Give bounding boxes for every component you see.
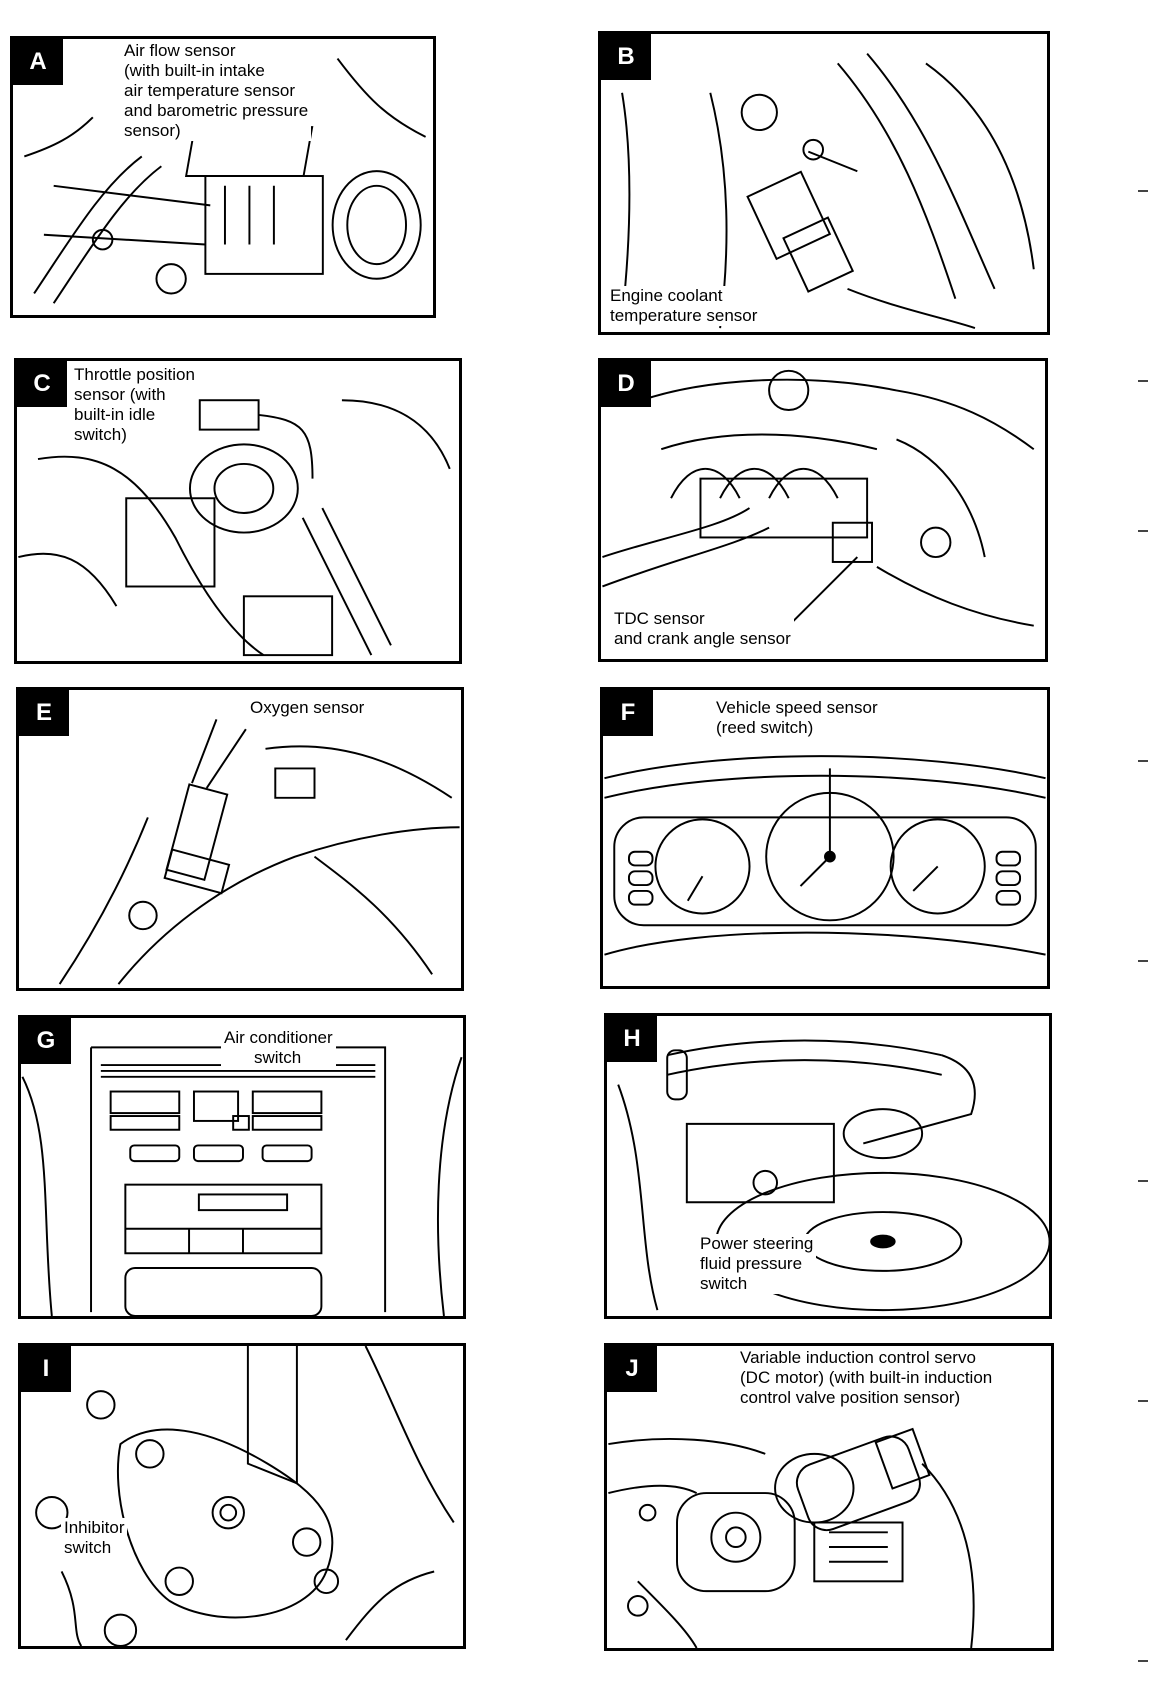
- callout-line: air temperature sensor: [124, 81, 296, 100]
- callout-line: switch: [64, 1538, 112, 1557]
- callout-label: Throttle position sensor (with built-in …: [71, 365, 198, 445]
- callout-line: Air flow sensor: [124, 41, 236, 60]
- air-conditioner-switch-illustration: [21, 1046, 463, 1316]
- panel-h: H Power steering fluid pressure switch: [604, 1013, 1052, 1319]
- panel-g: G Air conditioner switch: [18, 1015, 466, 1319]
- panel-letter: J: [607, 1346, 657, 1392]
- callout-line: switch: [254, 1048, 302, 1067]
- panel-letter: I: [21, 1346, 71, 1392]
- callout-line: Power steering: [700, 1234, 814, 1253]
- callout-line: Vehicle speed sensor: [716, 698, 878, 717]
- callout-line: Engine coolant: [610, 286, 723, 305]
- callout-line: Throttle position: [74, 365, 195, 384]
- margin-tick: [1138, 1400, 1148, 1402]
- callout-line: temperature sensor: [610, 306, 758, 325]
- callout-line: (DC motor) (with built-in induction: [740, 1368, 993, 1387]
- callout-label: Power steering fluid pressure switch: [697, 1234, 817, 1294]
- inhibitor-switch-illustration: [35, 1346, 455, 1646]
- air-flow-sensor-illustration: [24, 57, 427, 304]
- callout-label: Engine coolant temperature sensor: [607, 286, 761, 326]
- panel-letter: A: [13, 39, 63, 85]
- callout-line: Oxygen sensor: [250, 698, 365, 717]
- panel-i: I Inhibitor switch: [18, 1343, 466, 1649]
- panel-letter: C: [17, 361, 67, 407]
- panel-letter: D: [601, 361, 651, 407]
- panel-letter: E: [19, 690, 69, 736]
- callout-label: Air flow sensor (with built-in intake ai…: [121, 41, 312, 141]
- power-steering-switch-illustration: [617, 1039, 1049, 1312]
- callout-label: Inhibitor switch: [61, 1518, 128, 1558]
- callout-line: and crank angle sensor: [614, 629, 791, 648]
- callout-line: built-in idle: [74, 405, 156, 424]
- panel-d: D TDC sensor and crank angle sensor: [598, 358, 1048, 662]
- margin-tick: [1138, 530, 1148, 532]
- callout-line: and barometric pressure: [124, 101, 309, 120]
- throttle-sensor-illustration: [18, 399, 451, 657]
- panel-j: J Variable induction control servo (DC m…: [604, 1343, 1054, 1651]
- induction-servo-illustration: [608, 1427, 975, 1648]
- panel-letter: H: [607, 1016, 657, 1062]
- panel-f: F Vehicle speed sensor (reed switch): [600, 687, 1050, 989]
- panel-letter: F: [603, 690, 653, 736]
- callout-line: sensor): [124, 121, 181, 140]
- oxygen-sensor-illustration: [58, 719, 460, 985]
- coolant-sensor-illustration: [621, 52, 1035, 330]
- tdc-sensor-illustration: [602, 369, 1035, 627]
- panel-a: A Air flow sensor (with built-in intake …: [10, 36, 436, 318]
- callout-line: Air conditioner: [224, 1028, 333, 1047]
- callout-line: TDC sensor: [614, 609, 705, 628]
- panel-letter: B: [601, 34, 651, 80]
- callout-line: (reed switch): [716, 718, 814, 737]
- margin-tick: [1138, 190, 1148, 192]
- callout-label: Air conditioner switch: [221, 1028, 336, 1068]
- callout-label: Vehicle speed sensor (reed switch): [713, 698, 881, 738]
- callout-line: (with built-in intake: [124, 61, 265, 80]
- callout-line: control valve position sensor): [740, 1388, 961, 1407]
- panel-e: E Oxygen sensor: [16, 687, 464, 991]
- callout-line: sensor (with: [74, 385, 166, 404]
- margin-tick: [1138, 960, 1148, 962]
- margin-tick: [1138, 380, 1148, 382]
- callout-label: Variable induction control servo (DC mot…: [737, 1348, 996, 1408]
- callout-label: TDC sensor and crank angle sensor: [611, 609, 794, 649]
- callout-line: Variable induction control servo: [740, 1348, 976, 1367]
- panel-b: B Engine coolant temperature sensor: [598, 31, 1050, 335]
- callout-line: switch: [700, 1274, 748, 1293]
- margin-tick: [1138, 1660, 1148, 1662]
- callout-label: Oxygen sensor: [247, 698, 368, 718]
- panel-c: C Throttle position sensor (with built-i…: [14, 358, 462, 664]
- callout-line: switch): [74, 425, 127, 444]
- margin-tick: [1138, 1180, 1148, 1182]
- instrument-cluster-illustration: [604, 755, 1046, 956]
- panel-letter: G: [21, 1018, 71, 1064]
- callout-line: Inhibitor: [64, 1518, 125, 1537]
- margin-tick: [1138, 760, 1148, 762]
- callout-line: fluid pressure: [700, 1254, 803, 1273]
